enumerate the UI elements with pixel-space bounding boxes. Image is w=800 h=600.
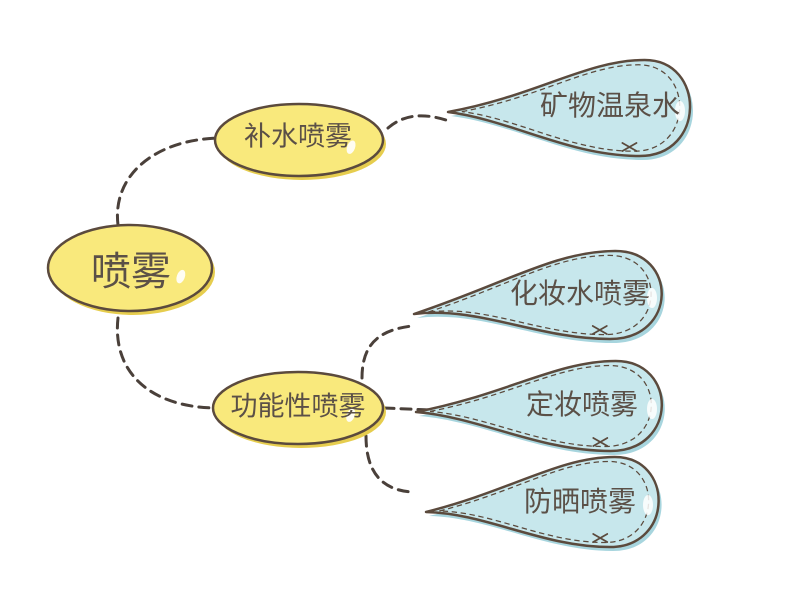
leaf-drop-sunscreen-spray-bow xyxy=(592,533,609,543)
leaf-drop-setting-spray-bow xyxy=(592,437,609,447)
leaf-label-sunscreen-spray: 防晒喷雾 xyxy=(523,485,637,518)
branch-label-functional-spray: 功能性喷雾 xyxy=(230,391,366,423)
leaf-drop-setting-spray-stitch xyxy=(429,364,652,448)
leaf-drop-setting-spray xyxy=(414,359,665,455)
branch-node-oval-functional xyxy=(211,370,386,448)
leaf-drop-toner-spray xyxy=(412,249,665,343)
leaf-drop-setting-spray-highlight xyxy=(647,399,657,419)
leaf-drop-mineral-spring-water-stitch xyxy=(461,64,681,152)
branch-node-oval-hydrating xyxy=(213,102,386,180)
leaf-drop-mineral-spring-water-highlight xyxy=(675,101,685,121)
leaf-label-mineral-spring-water: 矿物温泉水 xyxy=(539,89,681,122)
leaf-label-setting-spray: 定妆喷雾 xyxy=(525,388,639,421)
root-node-oval xyxy=(46,223,215,315)
connector-functional-to-sunscreen xyxy=(364,434,414,494)
leaf-drop-sunscreen-spray xyxy=(424,455,662,551)
leaf-drop-mineral-spring-water-body xyxy=(446,58,692,158)
leaf-drop-sunscreen-spray-highlight xyxy=(643,495,653,515)
branch-node-oval-functional-highlight xyxy=(346,408,356,422)
connector-hydrating-to-mineral xyxy=(386,114,448,130)
leaf-drop-setting-spray-body xyxy=(414,359,663,453)
root-node-oval-highlight xyxy=(176,269,186,284)
branch-node-oval-functional-body xyxy=(211,370,385,446)
nodes xyxy=(46,58,694,551)
leaf-drop-mineral-spring-water xyxy=(446,58,694,160)
branch-node-oval-hydrating-body xyxy=(213,102,385,178)
connector-root-to-hydrating xyxy=(115,136,220,227)
leaf-drop-mineral-spring-water-bow xyxy=(621,142,638,152)
leaf-drop-toner-spray-highlight xyxy=(647,288,657,308)
root-node-label: 喷雾 xyxy=(91,249,171,295)
connector-root-to-functional xyxy=(115,316,220,410)
leaf-drop-sunscreen-spray-stitch xyxy=(439,460,650,544)
leaf-label-toner-spray: 化妆水喷雾 xyxy=(509,277,651,310)
root-node-oval-body xyxy=(46,223,214,313)
branch-label-hydrating-spray: 补水喷雾 xyxy=(244,121,352,153)
leaf-drop-toner-spray-bow xyxy=(591,325,608,335)
leaf-drop-toner-spray-body xyxy=(412,249,663,341)
leaf-drop-sunscreen-spray-body xyxy=(424,455,660,549)
connector-functional-to-toner xyxy=(360,324,414,380)
branch-node-oval-hydrating-highlight xyxy=(346,140,356,154)
